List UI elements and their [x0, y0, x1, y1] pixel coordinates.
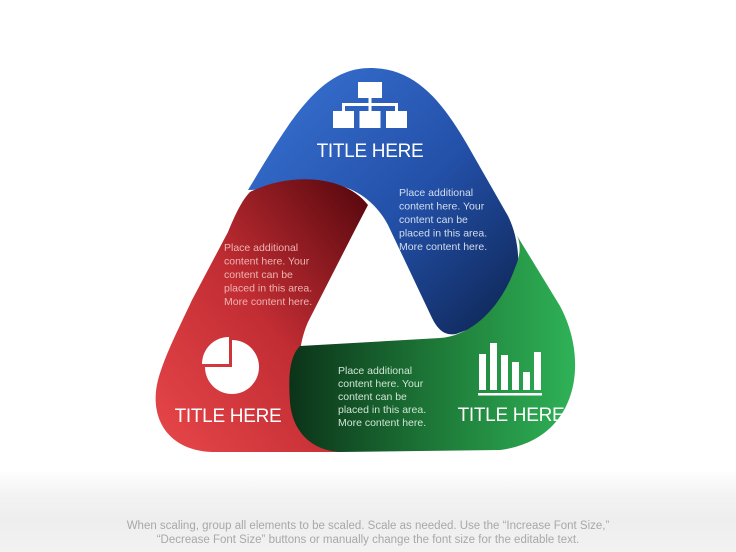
red-body-line: Place additional — [224, 242, 298, 254]
blue-body-line: Place additional — [399, 187, 473, 199]
blue-segment — [248, 68, 519, 335]
bar-chart-icon — [478, 343, 542, 396]
green-body-line: More content here. — [338, 417, 426, 429]
blue-body-line: More content here. — [399, 241, 487, 253]
footer-band — [0, 470, 736, 552]
green-body-line: Place additional — [338, 365, 412, 377]
red-body-line: placed in this area. — [224, 283, 312, 295]
green-body-text: Place additional content here. Your cont… — [338, 365, 429, 429]
footer-note: When scaling, group all elements to be s… — [0, 519, 736, 547]
red-body-line: content can be — [224, 269, 293, 281]
green-body-line: content here. Your — [338, 378, 424, 390]
red-title: TITLE HERE — [175, 406, 282, 427]
blue-body-line: content here. Your — [399, 201, 485, 213]
footer-line-2: “Decrease Font Size” buttons or manually… — [156, 534, 580, 546]
blue-body-line: content can be — [399, 214, 468, 226]
green-title: TITLE HERE — [458, 405, 565, 426]
pie-chart-icon — [202, 337, 259, 395]
green-segment — [289, 234, 576, 452]
footer-line-1: When scaling, group all elements to be s… — [126, 520, 610, 532]
blue-body-text: Place additional content here. Your cont… — [399, 187, 490, 253]
red-body-line: content here. Your — [224, 256, 310, 268]
blue-body-line: placed in this area. — [399, 228, 487, 240]
green-body-line: placed in this area. — [338, 404, 426, 416]
green-body-line: content can be — [338, 391, 407, 403]
red-segment — [155, 179, 368, 452]
org-chart-icon — [333, 82, 407, 128]
red-body-line: More content here. — [224, 296, 312, 308]
blue-title: TITLE HERE — [317, 141, 424, 162]
red-body-text: Place additional content here. Your cont… — [224, 242, 315, 308]
